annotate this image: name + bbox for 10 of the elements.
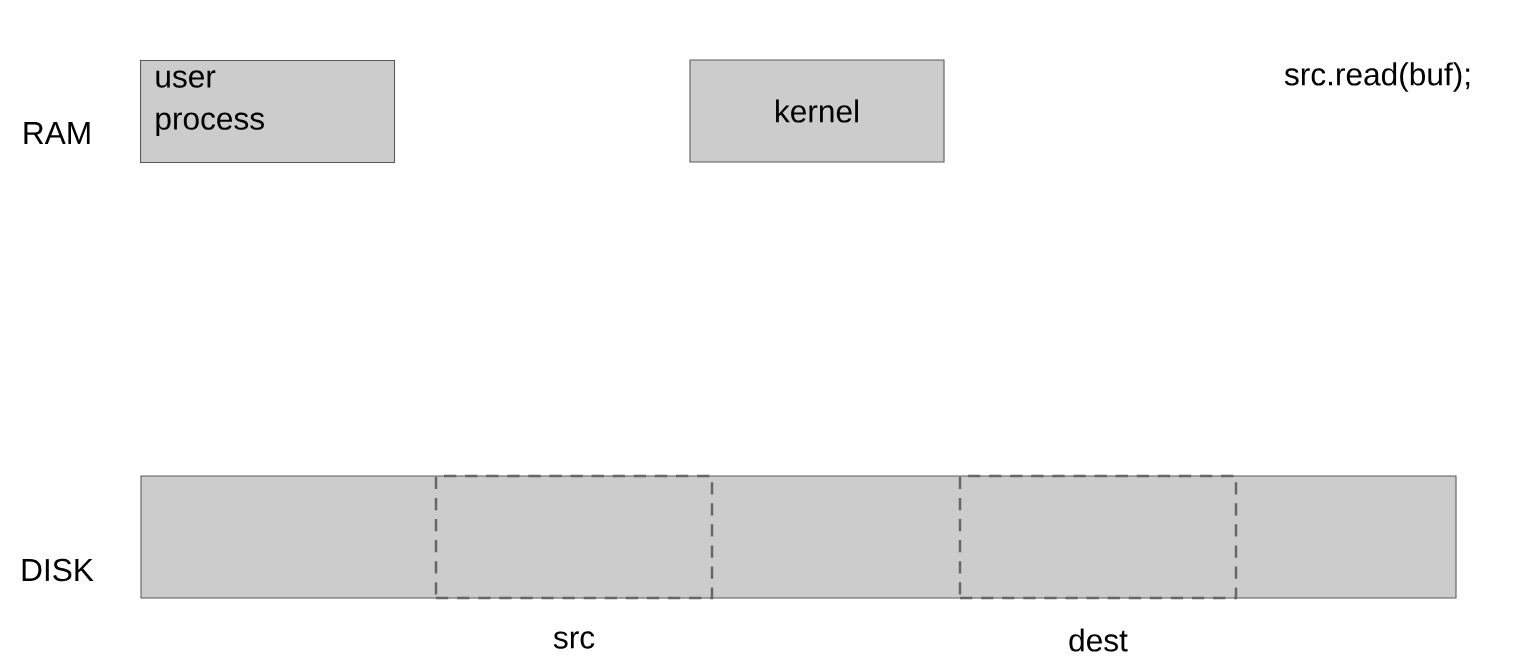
process-box: kernel xyxy=(689,59,945,163)
row-label: RAM xyxy=(24,122,90,144)
process-box: user process xyxy=(140,60,396,164)
code-text: src.read(buf); xyxy=(1284,62,1470,92)
disk-bar xyxy=(140,475,1457,599)
row-label: DISK xyxy=(22,558,94,582)
region-label: src xyxy=(553,631,595,649)
dashed-region xyxy=(958,474,1238,600)
dashed-region xyxy=(434,474,714,600)
region-label: dest xyxy=(1069,628,1128,652)
